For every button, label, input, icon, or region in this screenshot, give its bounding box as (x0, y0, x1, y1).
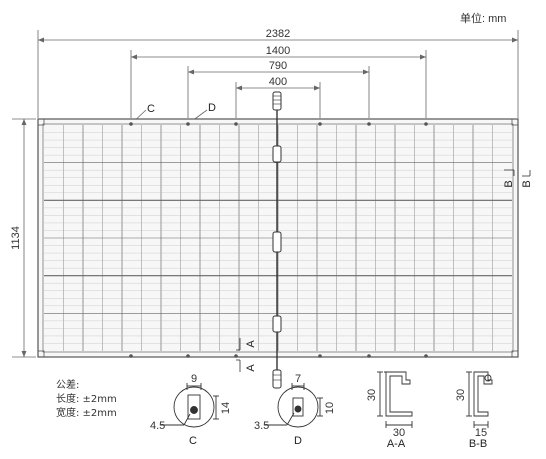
tolerance-width: 宽度: ±2mm (56, 406, 117, 419)
section-b-marker-left: B (503, 180, 515, 187)
dim-mount-790: 790 (269, 60, 287, 72)
callout-c: C (147, 103, 155, 115)
section-bb-drawing (466, 371, 493, 428)
junction-box-bottom-icon (272, 315, 282, 333)
cell-grid (44, 125, 512, 351)
mounting-holes (129, 122, 428, 358)
detail-c-top-dim: 9 (191, 373, 197, 385)
section-bb-width-dim: 15 (475, 427, 487, 439)
detail-c-label: C (189, 435, 197, 447)
cable-assembly (272, 91, 282, 389)
unit-label: 单位: mm (460, 11, 506, 25)
detail-c-drawing (160, 383, 219, 428)
detail-c-side-dim: 14 (220, 402, 232, 414)
callout-d: D (208, 102, 216, 114)
dim-mount-1400: 1400 (266, 45, 290, 57)
section-a-marker-bottom: A (245, 364, 257, 372)
detail-d-top-dim: 7 (295, 373, 301, 385)
panel-inner-frame (42, 123, 514, 353)
detail-d-left-dim: 3.5 (254, 420, 269, 432)
section-a-marker-top: A (245, 340, 257, 348)
section-bb-height-dim: 30 (455, 389, 467, 401)
section-marker-lines (236, 169, 531, 372)
detail-d-drawing (264, 383, 323, 428)
detail-d-side-dim: 10 (324, 402, 336, 414)
detail-d-label: D (294, 435, 302, 447)
section-aa-height-dim: 30 (366, 389, 378, 401)
connector-bottom-icon (272, 369, 282, 389)
section-bb-label: B-B (469, 438, 487, 450)
tolerance-title: 公差: (56, 378, 79, 391)
section-aa-drawing (377, 371, 413, 428)
connector-top-icon (272, 91, 282, 111)
tolerance-length: 长度: ±2mm (56, 392, 117, 405)
section-aa-label: A-A (387, 438, 406, 450)
detail-c-left-dim: 4.5 (150, 420, 165, 432)
dim-mount-400: 400 (269, 76, 287, 88)
junction-box-middle-icon (272, 231, 282, 253)
corner-marks (37, 118, 519, 358)
section-b-marker-right: B (521, 180, 533, 187)
section-aa-width-dim: 30 (393, 427, 405, 439)
dim-overall-width: 1134 (10, 226, 22, 250)
dim-overall-length: 2382 (266, 28, 290, 40)
junction-box-top-icon (272, 145, 282, 163)
